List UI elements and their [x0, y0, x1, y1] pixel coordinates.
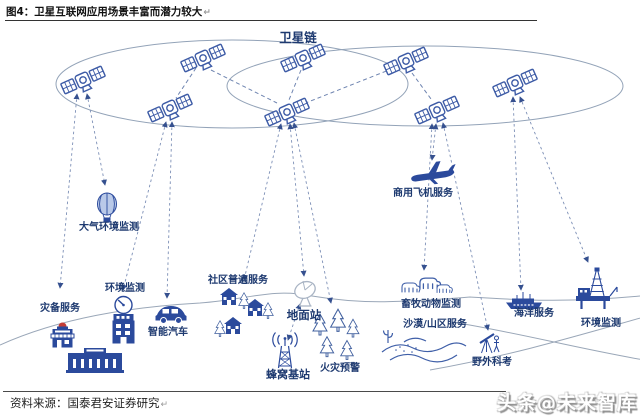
desert-icon — [381, 330, 467, 363]
satellite-icon — [279, 42, 329, 78]
watermark-toutiao: 头条@未来智库 — [496, 392, 637, 414]
label-commercial-aircraft: 商用飞机服务 — [393, 188, 453, 199]
label-desert-mountain-service: 沙漠/山区服务 — [403, 319, 467, 330]
link-dish-tower — [286, 303, 302, 341]
label-atmosphere-monitoring: 大气环境监测 — [79, 222, 139, 233]
label-satellite-chain: 卫星链 — [279, 30, 317, 45]
link-fire-warning — [292, 122, 333, 304]
label-field-research: 野外科考 — [472, 357, 512, 368]
balloon-icon — [97, 192, 117, 223]
disaster-building-icon — [50, 322, 75, 348]
community-houses-icon — [214, 288, 274, 337]
inter-satellite-links — [175, 67, 432, 107]
link-smart-car — [164, 121, 175, 299]
satellite-icon — [413, 94, 463, 130]
label-env-monitoring-left: 环境监测 — [105, 283, 145, 294]
link-balloon — [85, 93, 107, 186]
title-underline — [5, 20, 537, 21]
source-note: 资料来源：国泰君安证券研究↵ — [10, 396, 169, 410]
satellite-icon — [146, 92, 196, 128]
ground-station-dish-icon — [294, 280, 316, 307]
airplane-icon — [411, 161, 456, 185]
ship-icon — [506, 292, 542, 309]
label-cell-base-station: 蜂窝基站 — [266, 368, 310, 381]
satellite-constellation — [59, 42, 541, 132]
link-disaster — [57, 93, 80, 289]
oil-rig-icon — [576, 267, 618, 309]
paragraph-mark: ↵ — [160, 400, 169, 410]
label-ocean-service: 海洋服务 — [514, 308, 554, 319]
label-community-service: 社区普遍服务 — [208, 275, 268, 286]
telescope-icon — [479, 333, 500, 354]
satellite-icon — [179, 42, 229, 78]
source-divider — [3, 391, 506, 392]
link-ship — [510, 96, 524, 291]
satellite-icon — [382, 45, 432, 81]
link-aircraft — [429, 123, 439, 161]
satellite-icon — [491, 67, 541, 103]
livestock-animals-icon — [401, 277, 453, 294]
link-env-left — [121, 121, 168, 291]
ground-links — [57, 93, 589, 341]
paragraph-mark: ↵ — [203, 8, 211, 18]
label-livestock-monitoring: 畜牧动物监测 — [401, 299, 461, 310]
label-fire-warning: 火灾预警 — [320, 363, 360, 374]
link-community — [242, 123, 283, 281]
label-smart-car: 智能汽车 — [148, 327, 188, 338]
env-monitor-station-icon — [112, 295, 135, 344]
satellite-icon — [59, 64, 109, 100]
orbit-rings — [55, 39, 624, 129]
label-disaster-service: 灾备服务 — [40, 303, 80, 314]
cell-tower-icon — [272, 332, 298, 369]
figure-title: 图4：卫星互联网应用场景丰富而潜力较大↵ — [6, 6, 211, 18]
link-oil-rig — [519, 96, 589, 263]
government-building-icon — [66, 348, 124, 373]
smart-car-icon — [155, 306, 187, 324]
label-env-monitoring-right: 环境监测 — [581, 318, 621, 329]
label-ground-station: 地面站 — [286, 308, 322, 322]
link-ground-station — [287, 123, 307, 277]
